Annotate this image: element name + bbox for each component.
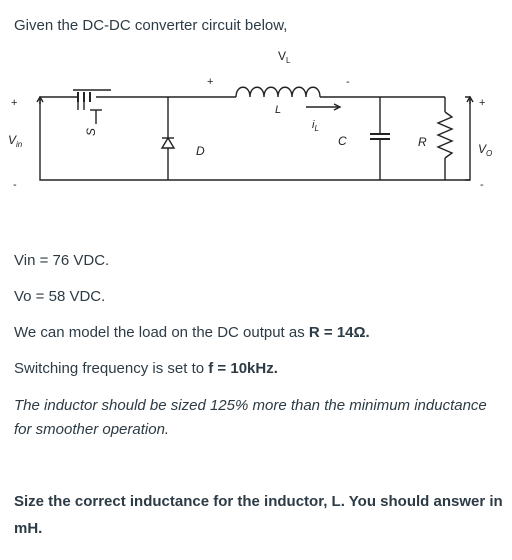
vo-plus: + [479, 97, 485, 109]
switching-frequency-value: f = 10kHz. [208, 360, 278, 377]
capacitor-c [370, 97, 390, 180]
load-model-prefix: We can model the load on the DC output a… [14, 324, 309, 341]
vo-spec: Vo = 58 VDC. [14, 288, 106, 305]
vin-minus: - [13, 179, 17, 191]
question-text: Size the correct inductance for the indu… [14, 493, 503, 537]
resistor-r [436, 97, 454, 180]
vin-spec: Vin = 76 VDC. [14, 252, 110, 269]
load-resistance-value: R = 14Ω. [308, 324, 370, 341]
vl-minus: - [346, 76, 350, 88]
switching-frequency-prefix: Switching frequency is set to [14, 360, 209, 377]
r-label: R [418, 135, 427, 149]
vo-bracket [465, 96, 471, 181]
diode-d [160, 97, 176, 180]
vin-bracket [39, 96, 48, 181]
vl-plus: + [207, 76, 213, 88]
vin-label: Vin [8, 133, 23, 149]
intro-text: Given the DC-DC converter circuit below, [14, 17, 288, 34]
c-label: C [338, 134, 347, 148]
vl-label: VL [278, 49, 291, 65]
s-label: S [84, 128, 98, 136]
inductor-sizing-note: The inductor should be sized 125% more t… [14, 397, 487, 438]
vo-minus: - [480, 179, 484, 191]
vin-plus: + [11, 97, 17, 109]
dc-dc-converter-circuit-diagram: VL + - L iL S D C R Vin VO + - + - [8, 49, 492, 191]
switch-mosfet [73, 89, 120, 124]
il-label: iL [312, 119, 319, 133]
vin-arrow-head [36, 95, 44, 103]
load-model-text: We can model the load on the DC output a… [14, 322, 370, 344]
l-label: L [275, 104, 281, 116]
switching-frequency-text: Switching frequency is set to f = 10kHz. [14, 358, 278, 380]
d-label: D [196, 144, 205, 158]
vo-label: VO [478, 142, 492, 158]
inductor-l [235, 86, 321, 98]
